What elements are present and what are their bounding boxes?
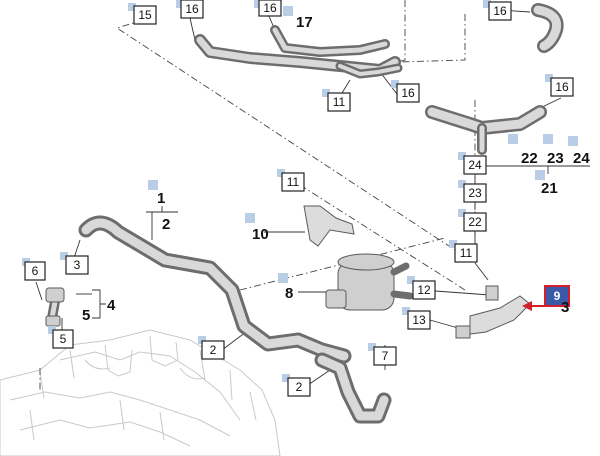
svg-text:24: 24 xyxy=(468,158,482,172)
svg-text:3: 3 xyxy=(74,258,81,272)
svg-text:16: 16 xyxy=(185,2,199,16)
label-24: 24 xyxy=(573,150,590,167)
plain-labels: 17 1 2 10 8 4 5 22 23 24 21 3 xyxy=(82,6,590,324)
svg-text:11: 11 xyxy=(333,95,346,109)
label-22: 22 xyxy=(521,150,538,167)
callout-12: 12 xyxy=(407,276,436,300)
callout-11: 11 xyxy=(277,169,305,192)
callout-2: 2 xyxy=(282,374,311,397)
arrow-icon xyxy=(522,301,545,311)
label-2: 2 xyxy=(162,216,170,233)
pipes xyxy=(47,3,564,424)
callout-5: 5 xyxy=(48,326,74,349)
callout-16: 16 xyxy=(545,74,574,97)
svg-text:11: 11 xyxy=(460,246,473,260)
label-21: 21 xyxy=(541,180,558,197)
svg-text:11: 11 xyxy=(287,175,300,189)
callout-24: 24 xyxy=(458,152,487,175)
bracket-9 xyxy=(455,285,531,339)
label-17: 17 xyxy=(296,14,313,31)
label-23: 23 xyxy=(547,150,564,167)
svg-text:16: 16 xyxy=(555,80,569,94)
callout-13: 13 xyxy=(402,307,431,330)
callout-11: 11 xyxy=(322,89,351,112)
callout-7: 7 xyxy=(368,343,397,366)
svg-text:2: 2 xyxy=(296,380,303,394)
callout-3: 3 xyxy=(60,252,89,275)
bracket-10 xyxy=(303,205,355,247)
svg-text:16: 16 xyxy=(263,1,277,15)
connector-3 xyxy=(45,287,65,327)
label-4: 4 xyxy=(107,297,116,314)
svg-text:16: 16 xyxy=(401,86,415,100)
callout-16: 16 xyxy=(483,0,512,21)
svg-text:23: 23 xyxy=(468,186,482,200)
svg-text:15: 15 xyxy=(138,8,152,22)
callout-16: 16 xyxy=(176,0,204,19)
label-5: 5 xyxy=(82,307,90,324)
callout-2: 2 xyxy=(198,336,225,360)
label-10: 10 xyxy=(252,226,269,243)
svg-text:5: 5 xyxy=(60,332,67,346)
water-pump xyxy=(325,253,414,311)
callout-16: 16 xyxy=(391,80,420,103)
callout-15: 15 xyxy=(128,3,157,25)
callout-22: 22 xyxy=(458,209,487,232)
svg-text:6: 6 xyxy=(32,264,39,278)
label-3: 3 xyxy=(561,299,569,316)
svg-text:22: 22 xyxy=(468,215,482,229)
callout-9-highlighted[interactable]: 9 xyxy=(544,285,570,307)
callout-11: 11 xyxy=(449,240,478,263)
callout-6: 6 xyxy=(22,258,46,281)
label-1: 1 xyxy=(157,190,165,207)
callout-23: 23 xyxy=(458,180,487,203)
svg-text:7: 7 xyxy=(382,349,389,363)
label-8: 8 xyxy=(285,285,293,302)
svg-text:12: 12 xyxy=(417,283,431,297)
transmission-housing xyxy=(0,329,281,456)
svg-text:9: 9 xyxy=(554,289,561,303)
svg-text:16: 16 xyxy=(493,4,507,18)
svg-text:13: 13 xyxy=(412,313,426,327)
svg-text:2: 2 xyxy=(210,343,217,357)
callout-16: 16 xyxy=(254,0,282,17)
